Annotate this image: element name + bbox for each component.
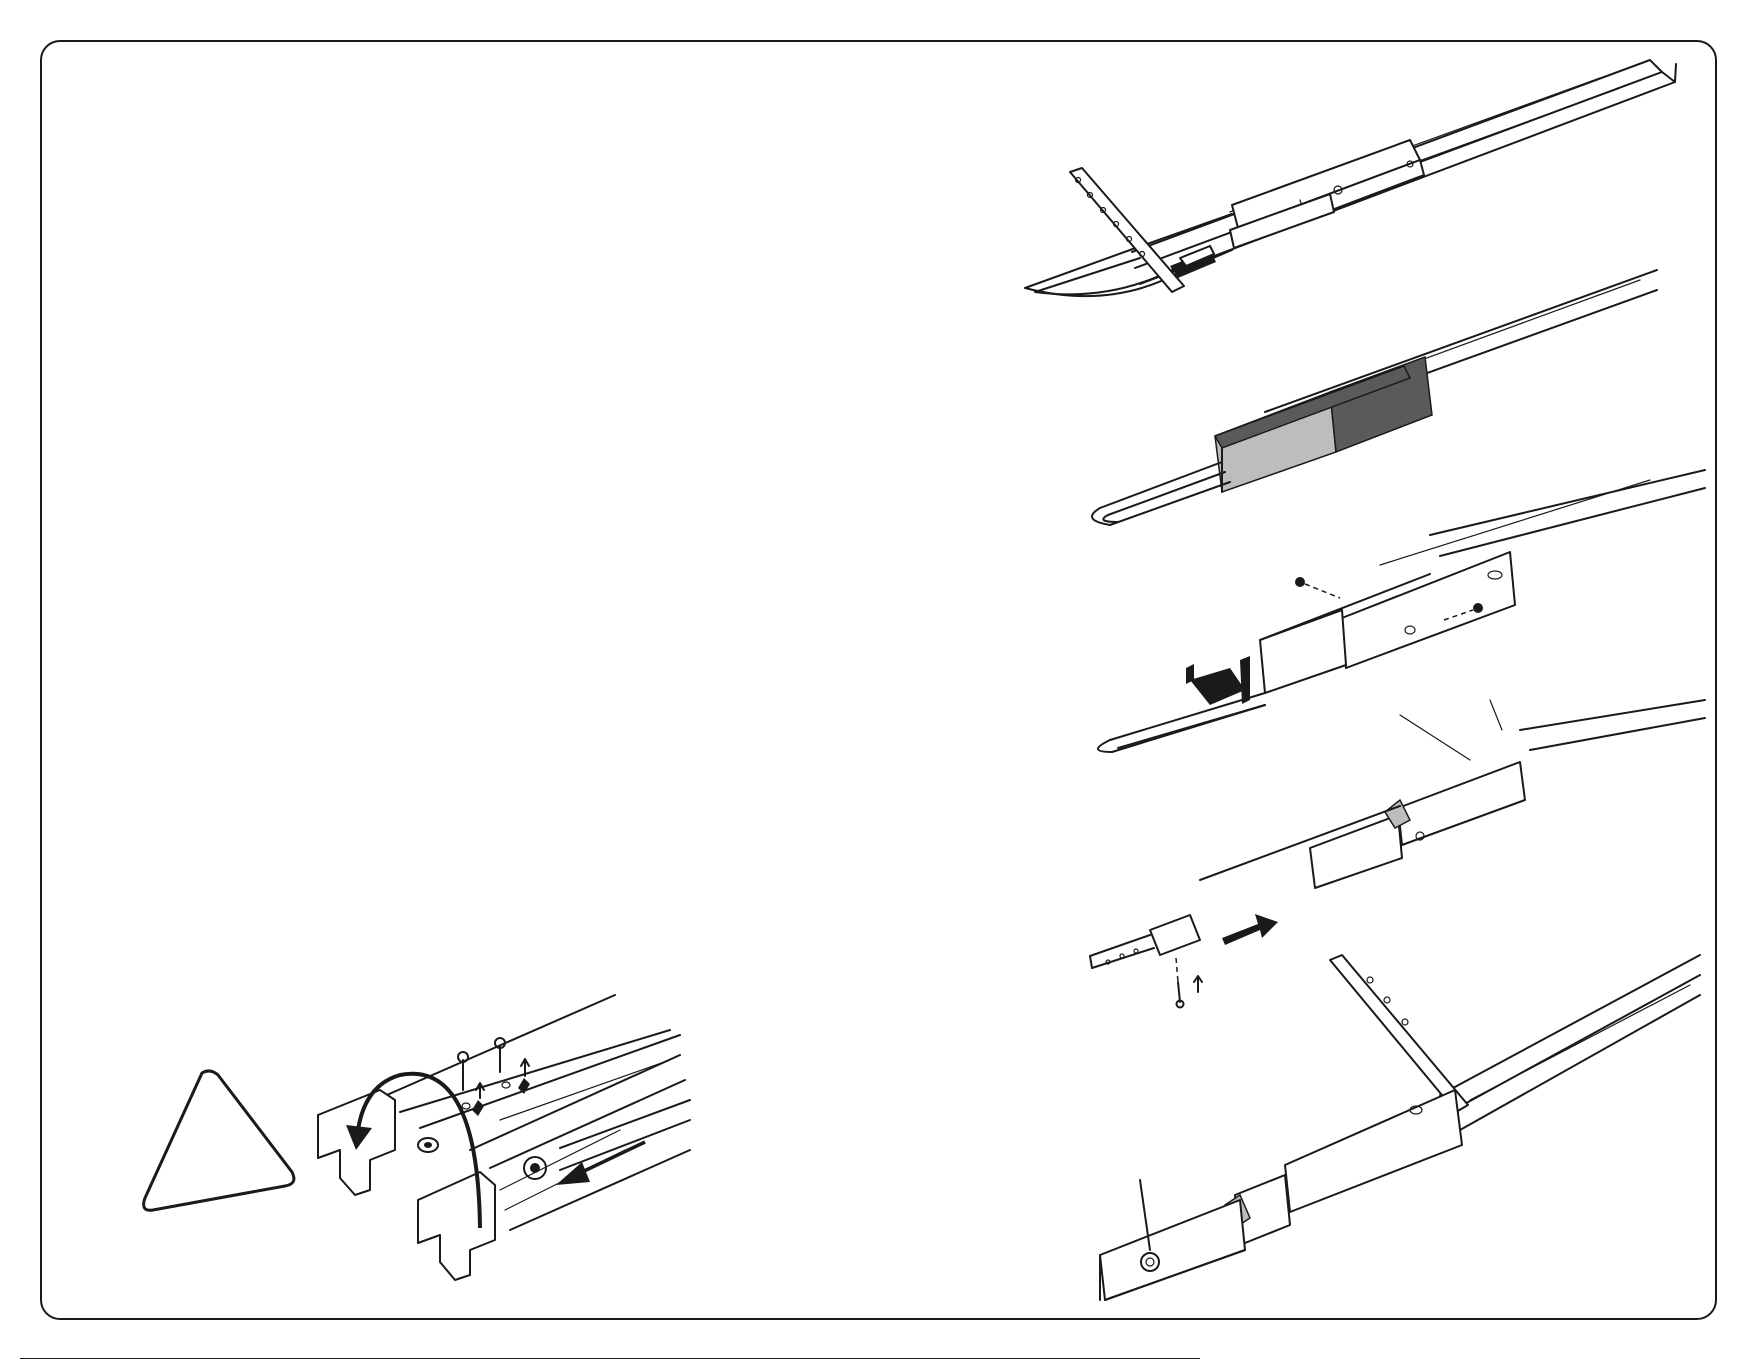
step-5-assembled-rail-end-view-icon <box>1100 955 1700 1300</box>
warning-triangle-icon <box>144 1071 294 1210</box>
step-4-rail-with-carriage-and-push-arrow-icon <box>1090 700 1705 1008</box>
step-3-rail-with-trolley-and-bolts-icon <box>1098 470 1705 752</box>
detail-rail-section-icon <box>318 995 690 1280</box>
step-1-rail-with-header-bracket-icon <box>1025 60 1676 296</box>
step-2-rail-with-shaded-coupler-icon <box>1092 270 1657 525</box>
